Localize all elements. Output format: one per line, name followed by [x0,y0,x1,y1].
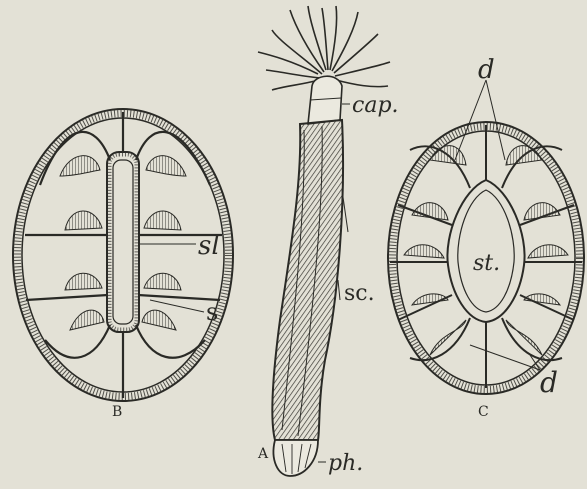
panel-b-label: B [112,404,122,420]
panel-c-label: C [478,404,489,420]
label-d-bottom: d [540,366,558,399]
label-d-top: d [478,55,495,85]
panel-a-label: A [257,446,269,462]
label-ph: ph. [328,451,363,476]
label-s: s [206,298,218,326]
label-st: st. [473,251,500,276]
label-sl: sl [198,231,220,261]
label-cap: cap. [352,93,399,118]
panel-c-cross-section [388,80,584,394]
panel-a-whole-animal [258,6,390,476]
label-sc: sc. [344,281,375,306]
